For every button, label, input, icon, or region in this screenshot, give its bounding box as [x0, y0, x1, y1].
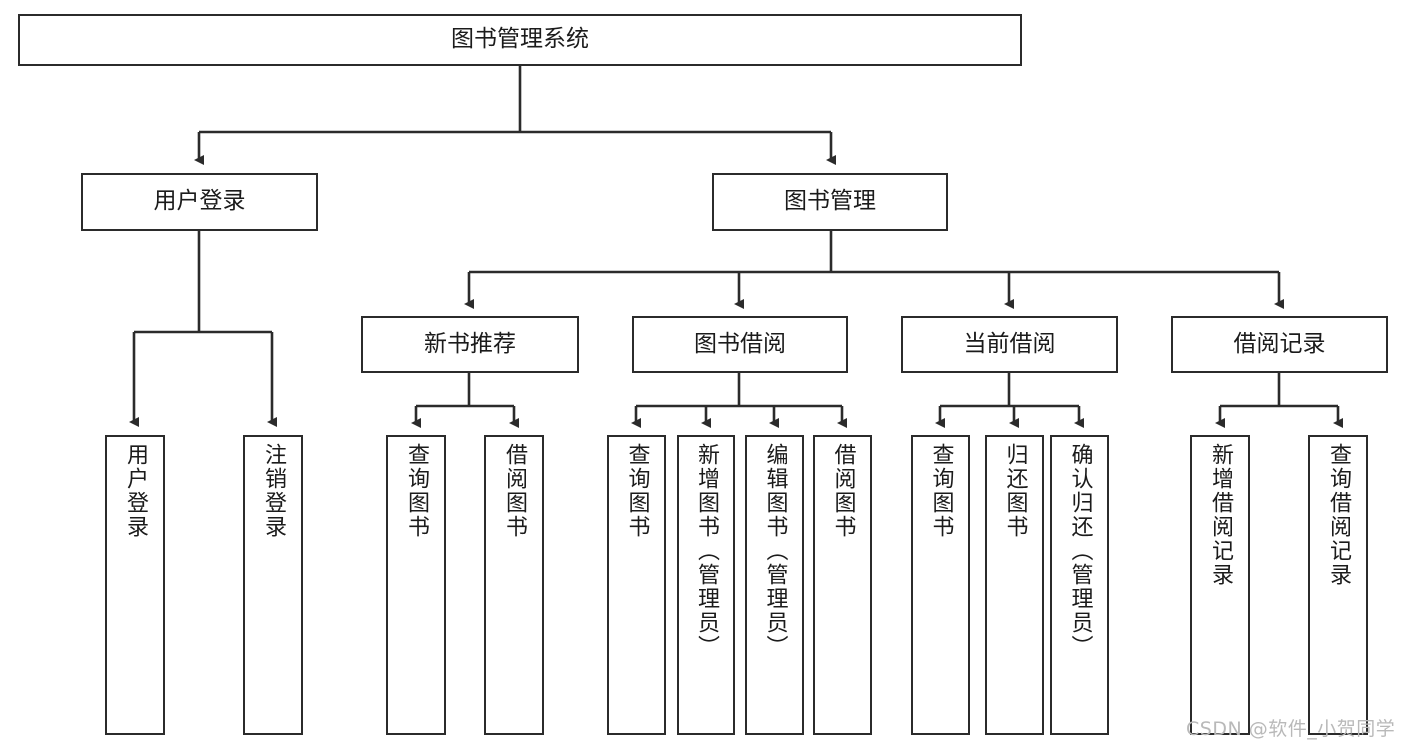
node-label: 用户登录 [123, 443, 148, 539]
node-label: 确认归还（管理员） [1067, 443, 1093, 659]
node-label: 图书管理 [784, 188, 876, 215]
node-label: 归还图书 [1002, 443, 1028, 539]
node-leaf-add-record[interactable]: 新增借阅记录 [1190, 435, 1250, 735]
node-label: 查询图书 [624, 443, 650, 539]
node-new-book-rec[interactable]: 新书推荐 [361, 316, 579, 373]
node-leaf-add-book[interactable]: 新增图书（管理员） [677, 435, 735, 735]
node-label: 注销登录 [261, 443, 286, 539]
node-book-manage[interactable]: 图书管理 [712, 173, 948, 231]
node-leaf-query-book-current[interactable]: 查询图书 [911, 435, 970, 735]
node-leaf-borrow-book-rec[interactable]: 借阅图书 [484, 435, 544, 735]
node-label: 用户登录 [153, 188, 246, 215]
node-leaf-return-book[interactable]: 归还图书 [985, 435, 1044, 735]
watermark: CSDN @软件_小贺同学 [1186, 718, 1396, 740]
node-borrow-record[interactable]: 借阅记录 [1171, 316, 1388, 373]
node-label: 借阅图书 [502, 443, 527, 539]
node-leaf-user-login[interactable]: 用户登录 [105, 435, 165, 735]
root-node[interactable]: 图书管理系统 [18, 14, 1022, 66]
node-label: 新增图书（管理员） [694, 443, 719, 659]
node-leaf-query-book-rec[interactable]: 查询图书 [386, 435, 446, 735]
node-label: 查询图书 [928, 443, 954, 539]
node-leaf-query-record[interactable]: 查询借阅记录 [1308, 435, 1368, 735]
node-current-borrow[interactable]: 当前借阅 [901, 316, 1118, 373]
node-leaf-borrow-book[interactable]: 借阅图书 [813, 435, 872, 735]
node-leaf-query-book-borrow[interactable]: 查询图书 [607, 435, 666, 735]
node-label: 新书推荐 [424, 330, 516, 357]
node-book-borrow[interactable]: 图书借阅 [632, 316, 848, 373]
node-leaf-confirm-return[interactable]: 确认归还（管理员） [1050, 435, 1109, 735]
node-user-login[interactable]: 用户登录 [81, 173, 318, 231]
node-label: 图书管理系统 [451, 26, 589, 53]
node-leaf-edit-book[interactable]: 编辑图书（管理员） [745, 435, 804, 735]
node-label: 编辑图书（管理员） [762, 443, 788, 659]
node-label: 图书借阅 [694, 330, 786, 357]
node-label: 借阅记录 [1233, 330, 1326, 357]
node-label: 查询借阅记录 [1326, 443, 1351, 587]
node-leaf-logout[interactable]: 注销登录 [243, 435, 303, 735]
node-label: 新增借阅记录 [1208, 443, 1233, 587]
node-label: 当前借阅 [963, 330, 1056, 357]
node-label: 借阅图书 [830, 443, 856, 539]
node-label: 查询图书 [404, 443, 429, 539]
